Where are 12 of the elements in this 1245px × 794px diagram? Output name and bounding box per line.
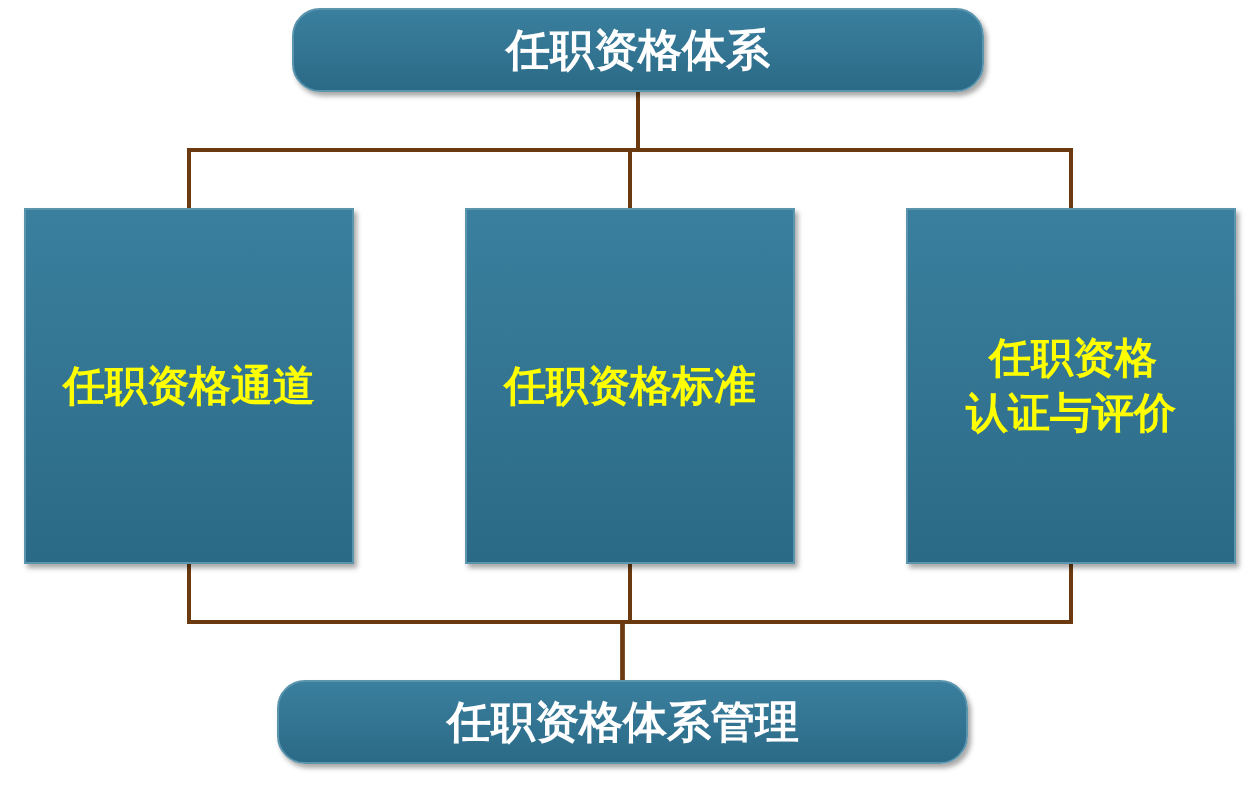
connector-line [636,92,1073,208]
category-box [24,208,354,564]
title-bar [292,8,984,92]
box-title: 任职资格认证与评价 [964,332,1177,439]
category-box [465,208,795,564]
management-bar [277,680,968,764]
box-title: 任职资格标准 [504,359,756,412]
bar-title: 任职资格体系管理 [446,695,799,750]
box-title: 任职资格通道 [63,359,315,412]
category-box [906,208,1236,564]
bar-title: 任职资格体系 [506,23,770,78]
connector-line [620,564,1073,680]
